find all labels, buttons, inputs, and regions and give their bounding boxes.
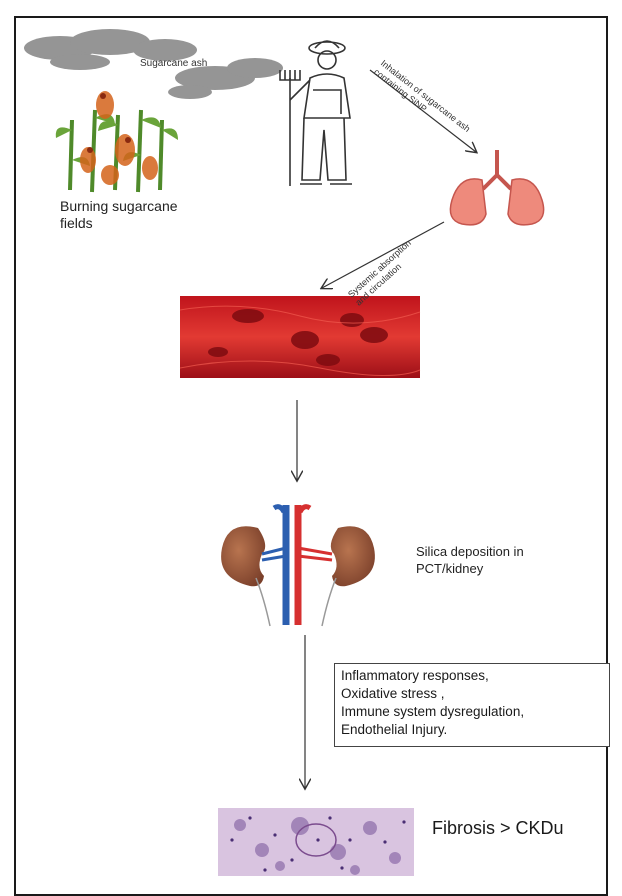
farmer-icon bbox=[280, 41, 352, 186]
effect-item: Endothelial Injury. bbox=[341, 721, 603, 739]
lungs-icon bbox=[450, 150, 543, 225]
effect-item: Immune system dysregulation, bbox=[341, 703, 603, 721]
histology-icon bbox=[218, 808, 414, 876]
outcome-label: Fibrosis > CKDu bbox=[432, 818, 564, 839]
silica-label: Silica deposition in PCT/kidney bbox=[416, 543, 546, 577]
effect-item: Inflammatory responses, bbox=[341, 667, 603, 685]
blood-vessel-icon bbox=[180, 296, 420, 378]
smoke-label: Sugarcane ash bbox=[140, 58, 207, 69]
effects-box: Inflammatory responses, Oxidative stress… bbox=[334, 663, 610, 747]
burning-fields-label: Burning sugarcane fields bbox=[60, 198, 210, 232]
effect-item: Oxidative stress , bbox=[341, 685, 603, 703]
sugarcane-field-icon bbox=[56, 91, 178, 192]
kidneys-icon bbox=[221, 505, 375, 626]
